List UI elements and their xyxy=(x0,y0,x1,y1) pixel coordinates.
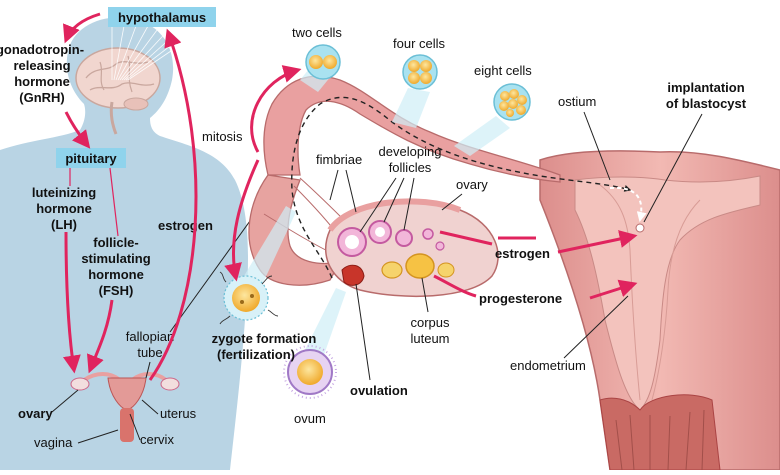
fsh-label: follicle- stimulating hormone (FSH) xyxy=(81,235,150,298)
hormone-arrows-right xyxy=(224,65,638,300)
body-silhouette xyxy=(0,17,248,471)
gnrh-line-2: releasing xyxy=(13,58,70,73)
lh-label: luteinizing hormone (LH) xyxy=(32,185,96,232)
cervix-label: cervix xyxy=(140,432,174,447)
developing-line-2: follicles xyxy=(389,160,432,175)
fallopian-line-1: fallopian xyxy=(126,329,174,344)
developing-line-1: developing xyxy=(379,144,442,159)
pituitary-label: pituitary xyxy=(65,151,117,166)
fsh-line-4: (FSH) xyxy=(99,283,134,298)
endometrium-label: endometrium xyxy=(510,358,586,373)
estrogen-right-label: estrogen xyxy=(495,246,550,261)
fsh-line-3: hormone xyxy=(88,267,144,282)
corpus-line-1: corpus xyxy=(410,315,450,330)
blastocyst-dot xyxy=(635,223,645,233)
four-cells-label: four cells xyxy=(393,36,446,51)
fimbriae-label: fimbriae xyxy=(316,152,362,167)
two-cells-label: two cells xyxy=(292,25,342,40)
hormone-arrows-left xyxy=(62,12,198,381)
developing-follicles-label: developing follicles xyxy=(379,144,442,175)
ovary-right-label: ovary xyxy=(456,177,488,192)
ostium-label: ostium xyxy=(558,94,596,109)
corpus-line-2: luteum xyxy=(410,331,449,346)
progesterone-label: progesterone xyxy=(479,291,562,306)
pituitary-box xyxy=(56,148,126,168)
zygote-line-1: zygote formation xyxy=(212,331,317,346)
lh-line-2: hormone xyxy=(36,201,92,216)
uterus-small-label: uterus xyxy=(160,406,197,421)
implantation-line-2: of blastocyst xyxy=(666,96,747,111)
gnrh-label: gonadotropin- releasing hormone (GnRH) xyxy=(0,42,84,105)
ovary-large xyxy=(325,198,499,298)
cell-icon xyxy=(402,54,438,90)
uterus-large xyxy=(539,150,780,471)
mitosis-label: mitosis xyxy=(202,129,243,144)
ovary-left-label: ovary xyxy=(18,406,53,421)
lh-line-3: (LH) xyxy=(51,217,77,232)
corpus-luteum-label: corpus luteum xyxy=(410,315,450,346)
eight-cells-label: eight cells xyxy=(474,63,532,78)
hypothalamus-box xyxy=(108,7,216,27)
magnifier-ovum xyxy=(283,288,346,399)
gnrh-line-4: (GnRH) xyxy=(19,90,65,105)
implantation-path xyxy=(609,186,647,222)
fsh-line-2: stimulating xyxy=(81,251,150,266)
brain-icon xyxy=(75,47,161,135)
gnrh-line-3: hormone xyxy=(14,74,70,89)
zygote-formation-label: zygote formation (fertilization) xyxy=(212,331,317,362)
pituitary-connector-lines xyxy=(69,167,119,237)
magnifier-four-cells xyxy=(392,54,438,128)
hypothalamus-rays xyxy=(111,25,209,81)
implantation-label: implantation of blastocyst xyxy=(666,80,747,111)
hypothalamus-label: hypothalamus xyxy=(118,10,206,25)
fsh-line-1: follicle- xyxy=(93,235,139,250)
ovulation-label: ovulation xyxy=(350,383,408,398)
vagina-label: vagina xyxy=(34,435,73,450)
implantation-line-1: implantation xyxy=(667,80,744,95)
magnifier-two-cells xyxy=(300,44,341,92)
fallopian-tube-label: fallopian tube xyxy=(126,329,174,360)
corpus-luteum-icon xyxy=(381,253,455,279)
magnifier-zygote xyxy=(219,206,296,325)
ovum-label: ovum xyxy=(294,411,326,426)
estrogen-left-label: estrogen xyxy=(158,218,213,233)
gnrh-line-1: gonadotropin- xyxy=(0,42,84,57)
fallopian-line-2: tube xyxy=(137,345,162,360)
magnifier-eight-cells xyxy=(454,83,531,156)
zygote-line-2: (fertilization) xyxy=(217,347,295,362)
lh-line-1: luteinizing xyxy=(32,185,96,200)
ruptured-follicle xyxy=(341,264,365,286)
egg-journey-path xyxy=(291,96,632,279)
